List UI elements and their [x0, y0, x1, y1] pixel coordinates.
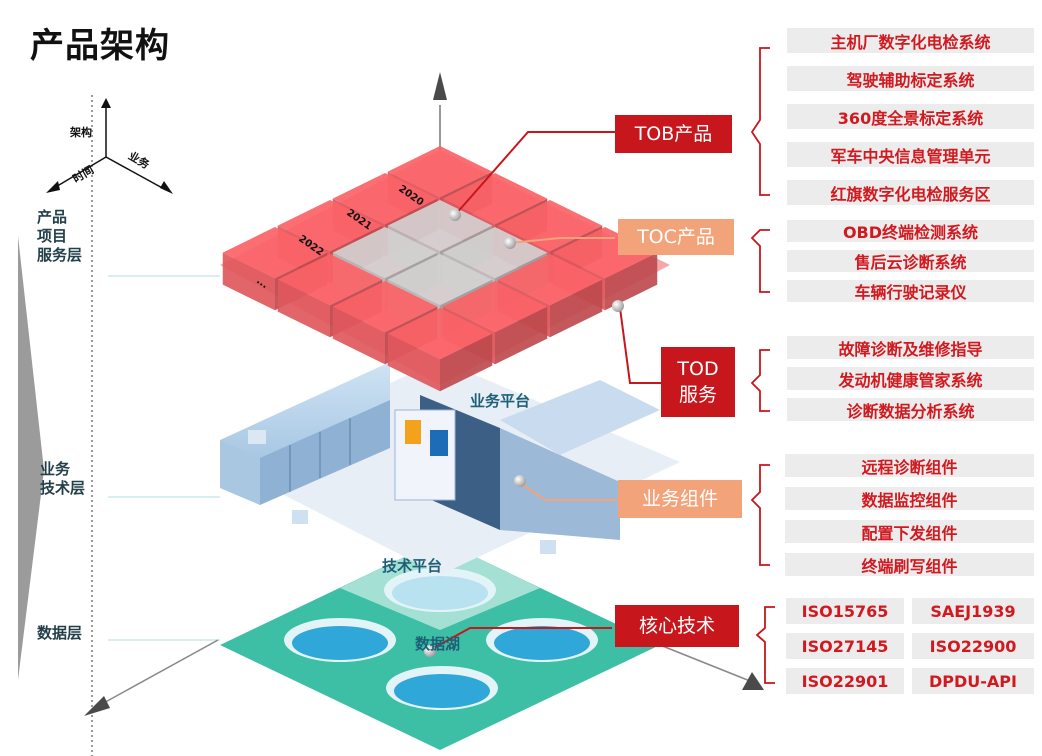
- brace-toc: [750, 229, 770, 293]
- list-item: DPDU-API: [912, 668, 1034, 694]
- category-business-component: 业务组件: [618, 480, 742, 518]
- list-item: 车辆行驶记录仪: [787, 280, 1034, 302]
- connector-node: [424, 645, 436, 657]
- category-toc: TOC产品: [618, 219, 734, 255]
- layer-label-data: 数据层: [37, 624, 83, 642]
- category-tod-line1: TOD: [677, 358, 719, 380]
- arrow-up-icon: [101, 98, 111, 108]
- brace-tod: [750, 349, 770, 412]
- list-item: ISO22901: [786, 668, 904, 694]
- list-item: 军车中央信息管理单元: [787, 142, 1034, 167]
- list-item: 主机厂数字化电检系统: [787, 28, 1034, 53]
- business-platform-label: 业务平台: [470, 392, 531, 410]
- layer-wedge: [18, 236, 44, 680]
- page-title: 产品架构: [30, 26, 170, 66]
- brace-component: [750, 464, 770, 566]
- connector-tob: [454, 131, 615, 216]
- connector-toc: [509, 237, 615, 244]
- connector-node: [612, 300, 624, 312]
- list-item: 驾驶辅助标定系统: [787, 66, 1034, 91]
- arrow-right-icon: [160, 181, 173, 194]
- arrow-left-icon: [46, 181, 60, 193]
- layer-label-business-tech: 业务 技术层: [40, 460, 86, 497]
- axis-label-architecture: 架构: [70, 126, 92, 139]
- connector-node: [514, 475, 526, 487]
- list-item: 360度全景标定系统: [787, 104, 1034, 129]
- connector-node: [504, 237, 516, 249]
- list-item: ISO22900: [912, 633, 1034, 659]
- layer-label-product: 产品 项目 服务层: [37, 208, 83, 264]
- list-item: SAEJ1939: [912, 598, 1034, 624]
- list-item: OBD终端检测系统: [787, 220, 1034, 242]
- component-items: 远程诊断组件 数据监控组件 配置下发组件 终端刷写组件: [785, 454, 1034, 576]
- list-item: 配置下发组件: [785, 520, 1034, 543]
- data-lake-label: 数据湖: [415, 635, 461, 653]
- toc-items: OBD终端检测系统 售后云诊断系统 车辆行驶记录仪: [787, 220, 1034, 302]
- list-item: 终端刷写组件: [785, 553, 1034, 576]
- axis-gizmo: [46, 98, 173, 194]
- list-item: 红旗数字化电检服务区: [787, 180, 1034, 205]
- brace-core: [755, 606, 775, 684]
- cube-red: [387, 308, 493, 392]
- connector-component: [519, 482, 620, 501]
- year-label: ...: [254, 275, 270, 291]
- category-core-tech: 核心技术: [615, 605, 739, 647]
- connector-tod: [619, 307, 665, 384]
- product-layer: [220, 146, 670, 392]
- core-tech-items: ISO15765 SAEJ1939 ISO27145 ISO22900 ISO2…: [786, 598, 1034, 694]
- braces: [750, 47, 775, 684]
- list-item: 远程诊断组件: [785, 454, 1034, 477]
- tech-platform-label: 技术平台: [382, 557, 443, 575]
- arrow-up-icon: [433, 72, 447, 100]
- list-item: 售后云诊断系统: [787, 250, 1034, 272]
- list-item: 发动机健康管家系统: [787, 367, 1034, 390]
- list-item: 诊断数据分析系统: [787, 398, 1034, 421]
- list-item: ISO15765: [786, 598, 904, 624]
- business-tech-layer: [220, 360, 680, 575]
- arrow-down-left-icon: [84, 696, 110, 716]
- tob-items: 主机厂数字化电检系统 驾驶辅助标定系统 360度全景标定系统 军车中央信息管理单…: [787, 28, 1034, 205]
- list-item: 数据监控组件: [785, 487, 1034, 510]
- connector-core: [429, 627, 612, 651]
- category-tod: TOD 服务: [661, 347, 735, 417]
- category-tob: TOB产品: [615, 115, 732, 153]
- category-tod-line2: 服务: [678, 384, 717, 406]
- list-item: ISO27145: [786, 633, 904, 659]
- tod-items: 故障诊断及维修指导 发动机健康管家系统 诊断数据分析系统: [787, 336, 1034, 421]
- connector-node: [449, 209, 461, 221]
- arrow-down-right-icon: [742, 672, 764, 690]
- brace-tob: [750, 47, 770, 196]
- list-item: 故障诊断及维修指导: [787, 336, 1034, 359]
